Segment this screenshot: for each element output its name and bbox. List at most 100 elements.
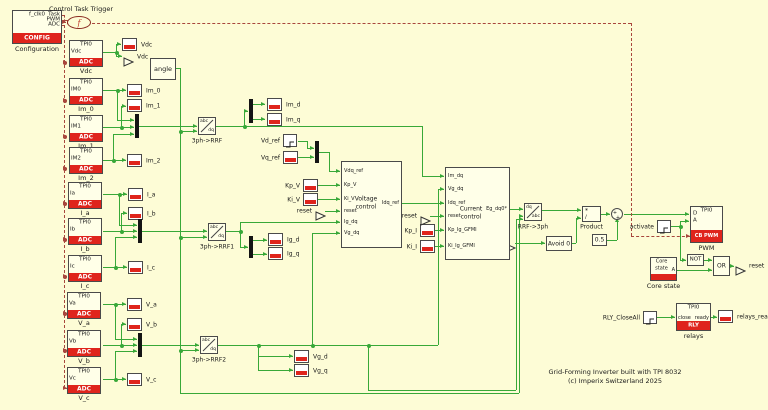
mux-bar[interactable] <box>315 141 319 163</box>
adc-bar-label: ADC <box>78 133 94 141</box>
mux-bar[interactable] <box>138 333 142 357</box>
wire-arrow <box>122 322 126 326</box>
step-source-block[interactable] <box>283 134 297 148</box>
configuration-port: Task <box>48 11 60 18</box>
wire-arrow <box>685 219 689 223</box>
adc-red-bar[interactable] <box>68 348 100 356</box>
wire-arrow <box>130 118 134 122</box>
adc-red-bar[interactable] <box>69 273 101 281</box>
mux-bar[interactable] <box>249 99 253 123</box>
wire-arrow <box>671 315 675 319</box>
transform-block[interactable] <box>208 223 226 241</box>
mux-bar[interactable] <box>135 114 139 138</box>
wire-arrow <box>519 214 523 218</box>
wire-arrow <box>244 109 248 113</box>
transform-block[interactable] <box>524 203 542 221</box>
avoid-zero-block[interactable] <box>546 236 572 251</box>
control-task-trigger-block[interactable] <box>67 16 91 29</box>
wire-arrow <box>261 102 265 106</box>
tag-label: reset <box>296 207 312 215</box>
constant-label: Vq_ref <box>260 153 280 161</box>
wire-junction-dot <box>366 343 371 348</box>
adc-tpi-label: TPI0 <box>80 41 92 47</box>
wire-junction-dot <box>310 343 315 348</box>
scope-label: Vg_d <box>313 352 328 360</box>
wire-segment <box>103 127 134 128</box>
wire-segment <box>180 350 199 351</box>
wire-segment <box>258 345 259 370</box>
step-source-block[interactable] <box>657 220 671 234</box>
wire-junction-dot <box>238 229 243 234</box>
goto-tag[interactable] <box>123 52 135 67</box>
scope-icon <box>129 325 140 329</box>
adc-red-bar[interactable] <box>70 96 102 104</box>
mux-bar[interactable] <box>249 236 253 258</box>
or-gate-block[interactable] <box>713 256 730 276</box>
step-source-block[interactable] <box>643 311 657 325</box>
from-tag[interactable] <box>420 211 432 226</box>
diagram-note-line2: (c) Imperix Switzerland 2025 <box>568 376 662 385</box>
wire-segment <box>312 233 340 234</box>
wire-segment <box>298 141 307 142</box>
sum-block[interactable] <box>611 208 623 220</box>
wire-arrow <box>336 169 340 173</box>
adc-port-label: Va <box>69 300 76 307</box>
wire-segment <box>121 324 122 345</box>
not-gate-block[interactable] <box>687 254 704 266</box>
product-block[interactable] <box>582 206 601 222</box>
wire-segment <box>253 254 267 255</box>
wire-arrow <box>263 252 267 256</box>
transform-block[interactable] <box>200 336 218 354</box>
subsystem-input-port: Kp_Ig_GFMI <box>448 226 477 233</box>
wire-segment <box>510 209 523 210</box>
sum-plus-left: + <box>612 209 618 216</box>
scope-icon <box>269 120 280 124</box>
adc-red-bar[interactable] <box>70 133 102 141</box>
transform-block[interactable] <box>198 117 216 135</box>
wire-arrow <box>541 241 545 245</box>
adc-tpi-label: TPI0 <box>80 79 92 85</box>
wire-segment <box>671 226 680 227</box>
adc-red-bar[interactable] <box>69 200 101 208</box>
pwm-red-bar[interactable] <box>691 230 722 242</box>
voltage-control-block[interactable] <box>341 161 402 248</box>
adc-red-bar[interactable] <box>68 385 100 393</box>
wire-segment <box>240 231 241 247</box>
from-tag[interactable] <box>315 206 327 221</box>
pwm-port-a: A <box>693 217 697 224</box>
wire-segment <box>216 126 422 127</box>
wire-segment <box>113 134 134 135</box>
wire-arrow <box>289 368 293 372</box>
gain-label: 0.5 <box>594 236 605 244</box>
wire-segment <box>329 152 330 171</box>
wire-arrow <box>133 223 137 227</box>
scope-label: V_a <box>146 300 157 308</box>
wire-segment <box>103 194 127 195</box>
relays-red-bar[interactable] <box>677 321 710 330</box>
scope-label: Im_1 <box>146 101 161 109</box>
configuration-red-bar[interactable] <box>13 33 61 43</box>
gain-block[interactable] <box>592 234 607 246</box>
scope-icon <box>270 240 281 244</box>
adc-red-bar[interactable] <box>68 310 100 318</box>
wire-arrow <box>133 349 137 353</box>
mux-bar[interactable] <box>138 219 142 243</box>
angle-block[interactable] <box>150 58 176 80</box>
adc-red-bar[interactable] <box>70 165 102 173</box>
transform-bottom-domain: dq <box>210 346 216 352</box>
adc-tpi-label: TPI0 <box>80 116 92 122</box>
wire-segment <box>422 126 423 176</box>
wire-segment <box>680 226 681 260</box>
wire-segment <box>576 218 577 243</box>
wire-arrow <box>440 244 444 248</box>
wire-segment <box>103 90 126 91</box>
wire-segment <box>677 270 712 271</box>
not-gate-label: NOT <box>689 256 702 263</box>
adc-red-bar[interactable] <box>70 58 102 66</box>
goto-tag[interactable] <box>735 261 747 276</box>
subsystem-input-port: Vg_dq <box>344 229 360 236</box>
wire-segment <box>62 15 64 16</box>
core-state-red-bar[interactable] <box>651 274 676 280</box>
current-control-block[interactable] <box>445 167 510 260</box>
adc-red-bar[interactable] <box>69 236 101 244</box>
